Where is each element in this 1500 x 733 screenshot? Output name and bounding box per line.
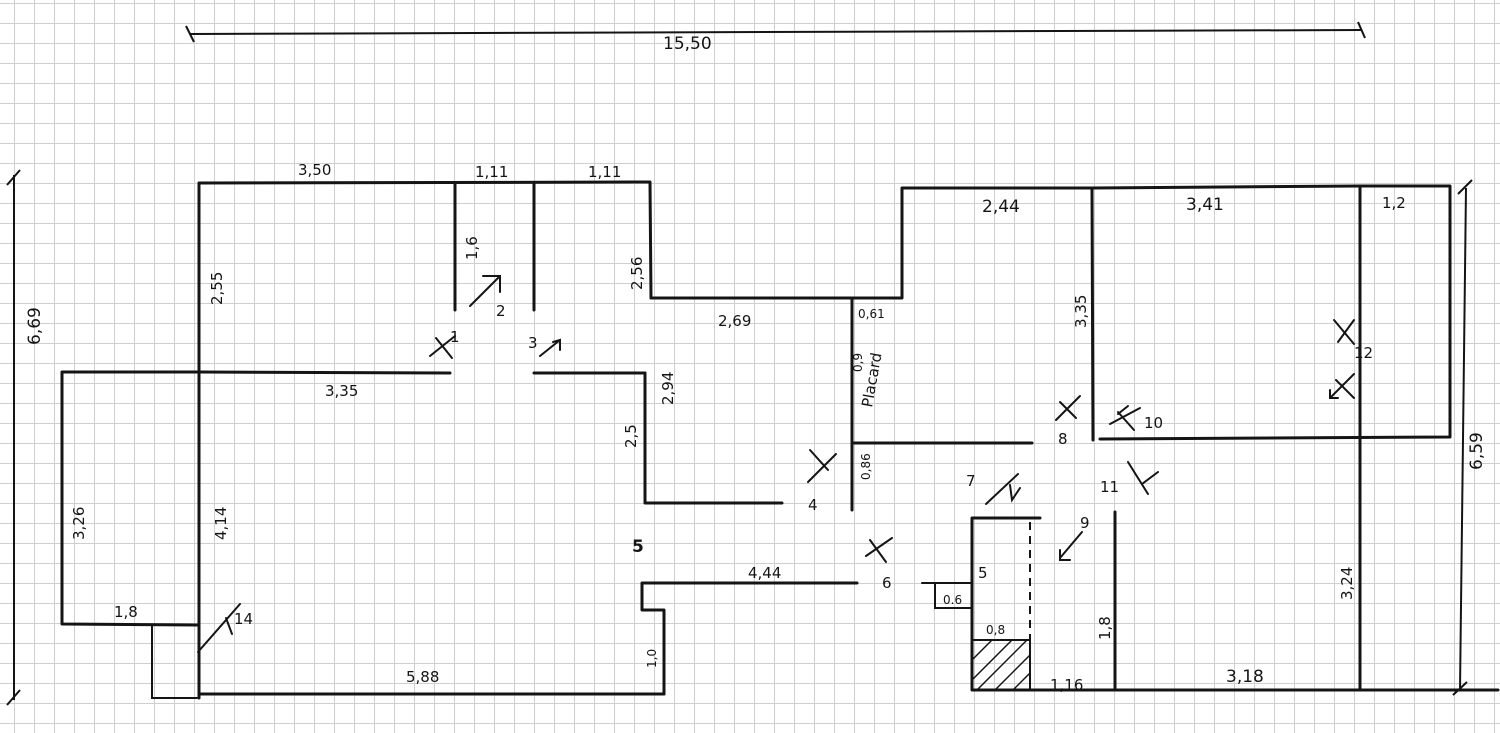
wall-top-left-room (197, 180, 653, 374)
door-12-mark (1333, 319, 1355, 345)
door-11-number: 11 (1100, 478, 1119, 496)
label-wall-1-8-right: 1,8 (1096, 616, 1114, 640)
label-top-room-height: 2,55 (208, 272, 226, 305)
label-total-width: 15,50 (663, 34, 712, 54)
wall-right-rooms-top (850, 184, 1452, 441)
walls (60, 180, 1500, 700)
door-10-mark (1109, 405, 1141, 431)
dim-tick (6, 169, 21, 186)
label-placard-0-9: 0,9 (851, 353, 865, 372)
wall-bathroom (970, 516, 1362, 692)
hatched-shaft (971, 639, 1031, 691)
label-small-wall-1-0: 1,0 (645, 649, 659, 668)
label-wall-0-61: 0,61 (858, 307, 885, 321)
dimension-lines (6, 21, 1473, 706)
label-right-room-2-width: 3,41 (1186, 195, 1224, 215)
door-6-mark (865, 537, 893, 563)
door-2-mark (469, 275, 501, 307)
door-7-number: 7 (966, 472, 976, 490)
label-left-ext-height: 3,26 (70, 507, 88, 540)
label-mid-room-height: 2,94 (659, 372, 677, 405)
door-3-mark (539, 338, 561, 357)
door-12b-mark (1329, 373, 1355, 399)
wall-4-44 (640, 581, 859, 696)
door-10-number: 10 (1144, 414, 1163, 432)
door-5-number: 5 (632, 537, 644, 557)
label-wall-4-44: 4,44 (748, 564, 781, 582)
door-14-number: 14 (234, 610, 253, 628)
label-wall-1-16: 1,16 (1050, 676, 1083, 694)
label-right-room-height: 3,35 (1072, 295, 1090, 328)
label-bottom-right-width: 3,18 (1226, 667, 1264, 687)
door-4-mark (807, 449, 837, 483)
dim-tick (185, 25, 195, 43)
dim-tick (6, 689, 21, 706)
label-right-lower-height: 3,24 (1338, 567, 1356, 600)
door-14-mark (197, 603, 241, 653)
label-bath-5: 5 (978, 564, 988, 582)
label-height-right: 6,59 (1467, 432, 1487, 470)
dimension-labels: 15,50 6,69 6,59 3,50 1,11 1,11 2,55 1,6 … (25, 34, 1487, 694)
door-11-mark (1127, 461, 1159, 495)
door-8-mark (1055, 395, 1081, 421)
door-3-number: 3 (528, 334, 538, 352)
label-top-room-width: 3,50 (298, 161, 331, 179)
door-7-mark (985, 473, 1021, 505)
door-marks (197, 275, 1355, 653)
dim-tick (1457, 179, 1473, 195)
label-mid-room-width: 2,69 (718, 312, 751, 330)
label-left-wall-4-14: 4,14 (212, 507, 230, 540)
door-8-number: 8 (1058, 430, 1068, 448)
label-right-room-1-width: 2,44 (982, 197, 1020, 217)
label-left-ext-width: 1,8 (114, 603, 138, 621)
door-2-number: 2 (496, 302, 506, 320)
door-12-number: 12 (1354, 344, 1373, 362)
door-1-mark (429, 335, 456, 359)
label-height-left: 6,69 (25, 307, 45, 345)
wall-left-extension (60, 370, 201, 627)
door-9-number: 9 (1080, 514, 1090, 532)
wall-left-stub (151, 624, 198, 699)
label-top-closet-2: 1,11 (588, 163, 621, 181)
dim-total-width-line (189, 29, 1363, 35)
label-mid-wall-2-5: 2,5 (622, 424, 640, 448)
label-wall-3-35: 3,35 (325, 382, 358, 400)
door-6-number: 6 (882, 574, 892, 592)
dim-tick (1357, 21, 1366, 39)
label-right-gap: 1,2 (1382, 194, 1406, 212)
wall-bath-box (934, 582, 973, 609)
door-4-number: 4 (808, 496, 818, 514)
label-bottom-wall: 5,88 (406, 668, 439, 686)
wall-mid-room-left (643, 371, 784, 505)
dim-right-height-line (1459, 187, 1467, 691)
door-numbers: 1 2 3 4 5 6 7 8 9 10 11 12 14 (234, 302, 1373, 628)
label-closet-right-height: 2,56 (628, 257, 646, 290)
door-9-mark (1059, 531, 1083, 561)
wall-3-35 (197, 370, 452, 375)
label-top-closet-1: 1,11 (475, 163, 508, 181)
label-closet-depth: 1,6 (463, 236, 481, 260)
label-bath-0-6: 0.6 (943, 593, 962, 607)
label-bath-0-8: 0,8 (986, 623, 1005, 637)
door-1-number: 1 (450, 328, 460, 346)
wall-right-divider (1090, 186, 1095, 442)
label-placard-0-86: 0,86 (859, 453, 873, 480)
wall-mid-room (649, 296, 854, 512)
